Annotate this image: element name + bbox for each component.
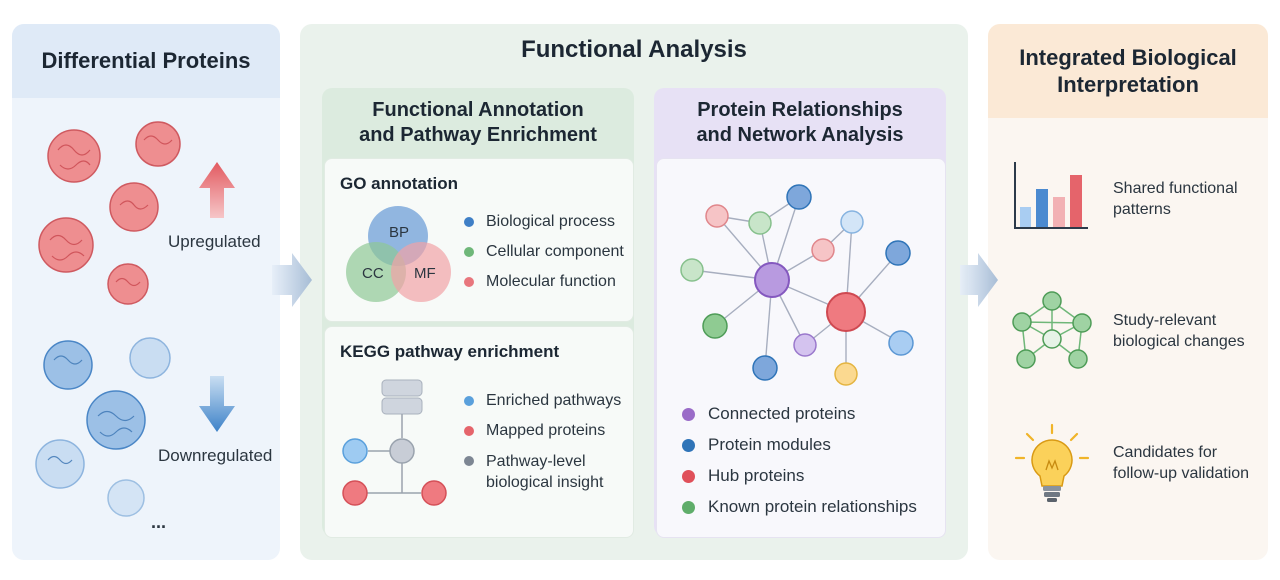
legend-enriched-pathways: Enriched pathways xyxy=(486,392,622,409)
annotation-title-line1: Functional Annotation xyxy=(372,99,584,121)
integrated-title-line2: Interpretation xyxy=(1057,72,1199,97)
legend-dot-protein-modules xyxy=(682,439,695,452)
legend-pathway-insight-line1: Pathway-level xyxy=(486,453,586,470)
differential-proteins-header xyxy=(12,24,280,98)
lightbulb-icon xyxy=(1014,423,1090,502)
legend-dot-known-relationships xyxy=(682,501,695,514)
network-analysis-title: Protein Relationships and Network Analys… xyxy=(654,98,946,148)
study-relevant-line1: Study-relevant xyxy=(1113,312,1217,329)
legend-dot-pathway-insight xyxy=(464,456,474,466)
legend-dot-hub-proteins xyxy=(682,470,695,483)
network-icon xyxy=(1012,291,1092,369)
protein-network-graph xyxy=(680,184,914,386)
bar-chart-icon xyxy=(1014,162,1088,229)
kegg-pathway-icon xyxy=(342,379,447,506)
legend-dot-enriched-pathways xyxy=(464,396,474,406)
follow-up-line1: Candidates for xyxy=(1113,444,1218,461)
follow-up-line2: follow-up validation xyxy=(1113,465,1250,482)
integrated-interpretation-title: Integrated Biological Interpretation xyxy=(988,44,1268,98)
study-relevant-changes-label: Study-relevant biological changes xyxy=(1113,310,1245,352)
venn-mf-label: MF xyxy=(414,265,436,282)
legend-dot-mapped-proteins xyxy=(464,426,474,436)
follow-up-candidates-label: Candidates for follow-up validation xyxy=(1113,442,1249,484)
upregulated-label: Upregulated xyxy=(168,232,261,251)
integrated-interpretation-header xyxy=(988,24,1268,118)
legend-mapped-proteins: Mapped proteins xyxy=(486,422,606,439)
legend-protein-modules: Protein modules xyxy=(708,435,831,454)
network-title-line1: Protein Relationships xyxy=(697,99,903,121)
legend-dot-cellular-component xyxy=(464,247,474,257)
differential-proteins-title: Differential Proteins xyxy=(41,48,251,73)
downregulated-proteins-icon xyxy=(35,337,171,517)
legend-biological-process: Biological process xyxy=(486,213,615,230)
up-arrow-icon xyxy=(199,162,235,218)
study-relevant-line2: biological changes xyxy=(1113,333,1245,350)
legend-dot-molecular-function xyxy=(464,277,474,287)
shared-functional-patterns-label: Shared functional patterns xyxy=(1113,178,1238,220)
network-title-line2: and Network Analysis xyxy=(696,124,904,146)
legend-hub-proteins: Hub proteins xyxy=(708,466,805,485)
venn-cc-label: CC xyxy=(362,265,384,282)
kegg-enrichment-card xyxy=(324,326,634,538)
flow-arrow-icon xyxy=(272,253,312,307)
legend-dot-connected-proteins xyxy=(682,408,695,421)
legend-cellular-component: Cellular component xyxy=(486,243,624,260)
functional-analysis-title: Functional Analysis xyxy=(521,36,747,63)
shared-functional-line1: Shared functional xyxy=(1113,180,1238,197)
legend-pathway-insight: Pathway-level biological insight xyxy=(486,451,603,493)
legend-dot-biological-process xyxy=(464,217,474,227)
upregulated-proteins-icon xyxy=(38,121,181,305)
legend-molecular-function: Molecular function xyxy=(486,273,616,290)
legend-known-relationships: Known protein relationships xyxy=(708,497,917,516)
integrated-title-line1: Integrated Biological xyxy=(1019,45,1237,70)
kegg-enrichment-title: KEGG pathway enrichment xyxy=(340,342,560,361)
go-annotation-title: GO annotation xyxy=(340,174,459,193)
down-arrow-icon xyxy=(199,376,235,432)
go-venn-diagram xyxy=(346,206,451,302)
downregulated-label: Downregulated xyxy=(158,446,273,465)
more-proteins-ellipsis: ... xyxy=(151,512,167,532)
shared-functional-line2: patterns xyxy=(1113,201,1171,218)
flow-arrow-icon xyxy=(960,253,998,307)
legend-pathway-insight-line2: biological insight xyxy=(486,474,604,491)
annotation-title-line2: and Pathway Enrichment xyxy=(359,124,597,146)
venn-bp-label: BP xyxy=(389,224,410,241)
legend-connected-proteins: Connected proteins xyxy=(708,404,856,423)
annotation-enrichment-title: Functional Annotation and Pathway Enrich… xyxy=(322,98,634,148)
